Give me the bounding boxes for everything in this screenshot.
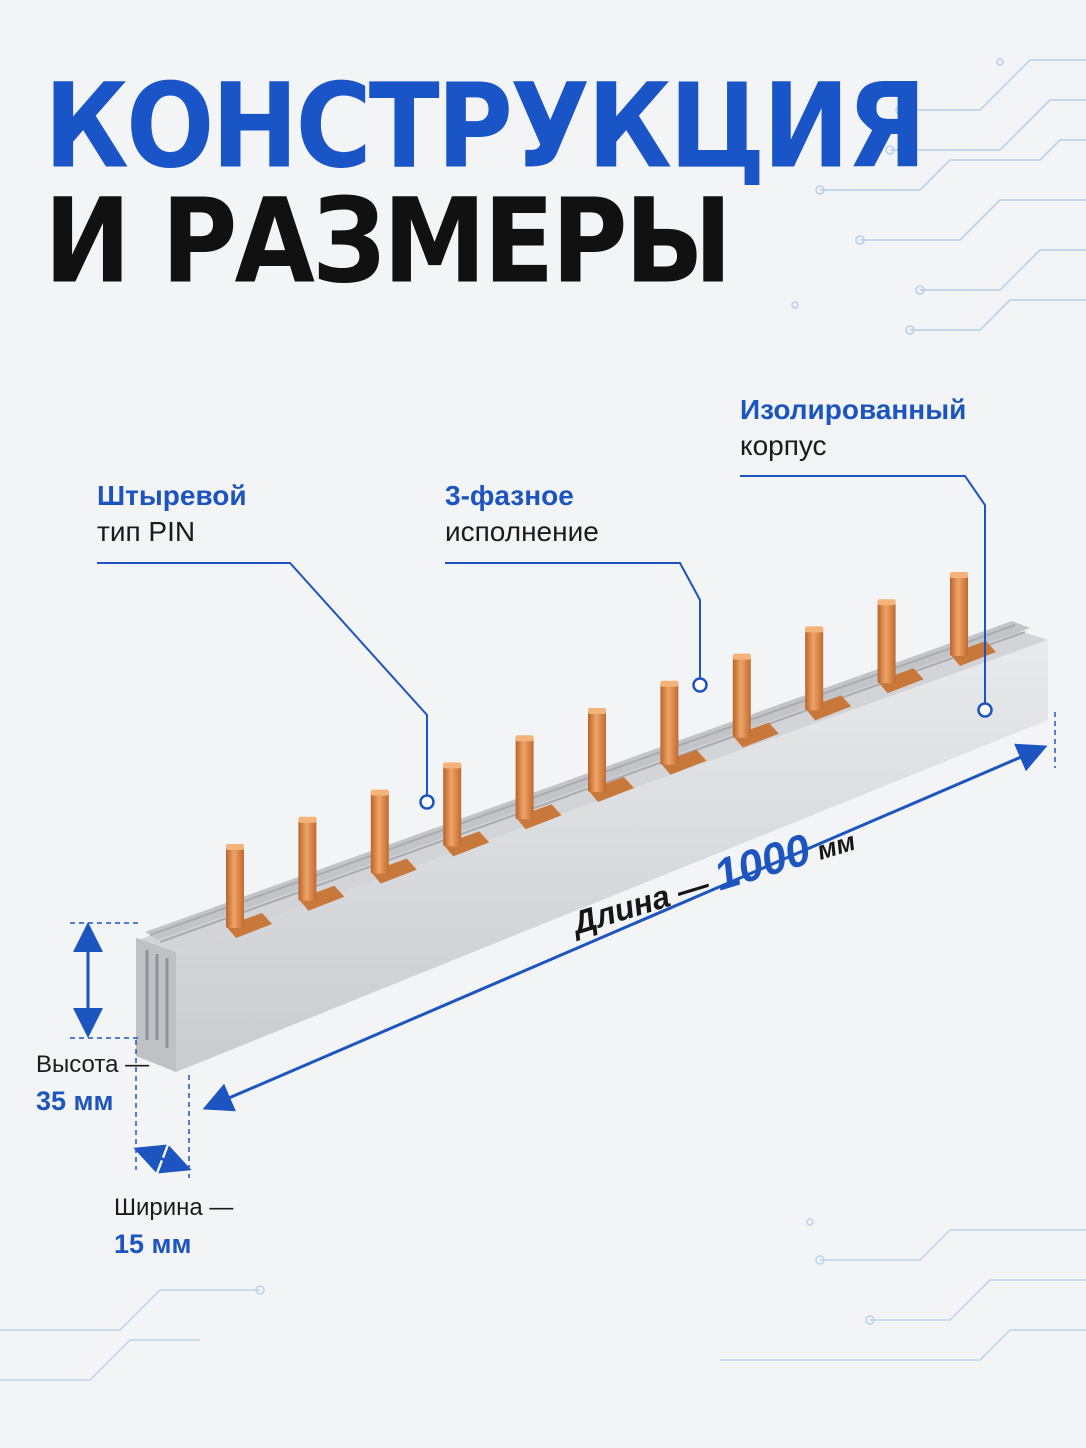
callout-pin-type: Штыревой тип PIN xyxy=(97,478,247,550)
length-unit: мм xyxy=(806,825,859,868)
page-title-line2: И РАЗМЕРЫ xyxy=(44,172,732,310)
callout-pin-type-text: тип PIN xyxy=(97,516,196,547)
callout-insulated-housing-text: корпус xyxy=(740,430,827,461)
copper-pin xyxy=(515,735,562,830)
copper-pin xyxy=(660,680,707,775)
copper-pin xyxy=(588,708,634,802)
height-label: Высота — xyxy=(36,1051,150,1078)
copper-pin xyxy=(877,599,924,694)
callout-three-phase-text: исполнение xyxy=(445,516,599,547)
height-value: 35 мм xyxy=(36,1086,114,1116)
width-value: 15 мм xyxy=(114,1229,192,1259)
copper-pin xyxy=(443,762,490,857)
circuit-decoration-bottom xyxy=(0,1218,1086,1381)
copper-pin xyxy=(732,653,779,748)
copper-pin xyxy=(950,572,996,666)
dimension-lines xyxy=(70,712,1056,1178)
callout-insulated-housing: Изолированный корпус xyxy=(740,392,966,464)
callout-pin-type-highlight: Штыревой xyxy=(97,480,247,511)
copper-pin xyxy=(805,626,852,721)
callout-three-phase-highlight: 3-фазное xyxy=(445,480,574,511)
callout-insulated-housing-highlight: Изолированный xyxy=(740,394,967,425)
callout-three-phase: 3-фазное исполнение xyxy=(445,478,599,550)
page-title-line1: КОНСТРУКЦИЯ xyxy=(44,57,927,195)
width-dimension-label: Ширина — 15 мм xyxy=(114,1190,233,1262)
width-label: Ширина — xyxy=(114,1194,234,1221)
copper-pin xyxy=(370,789,417,884)
height-dimension-label: Высота — 35 мм xyxy=(36,1047,149,1119)
circuit-decoration-top xyxy=(791,58,1086,335)
busbar-product xyxy=(136,572,1048,1072)
